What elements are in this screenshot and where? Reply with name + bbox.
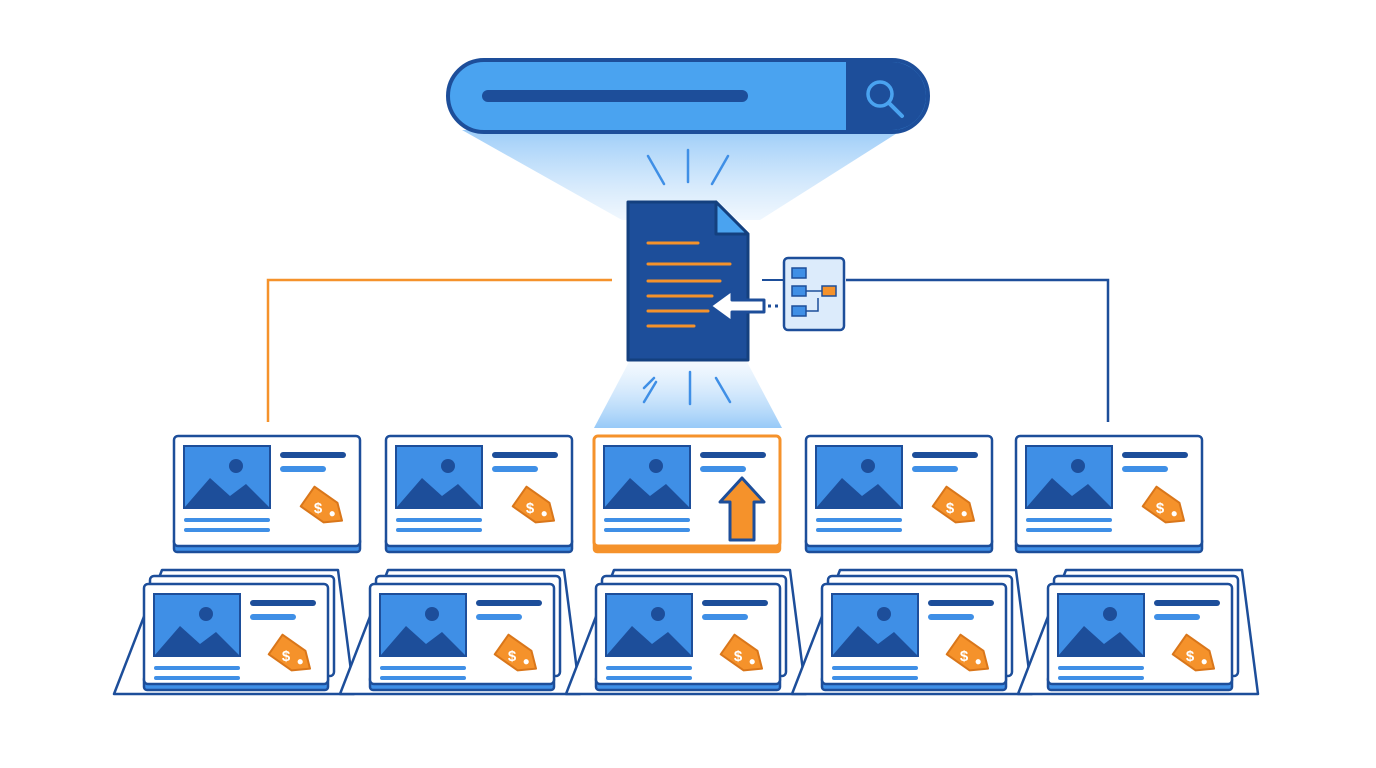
ranking-beam (594, 360, 782, 428)
product-card[interactable]: $ (112, 568, 356, 696)
price-symbol: $ (314, 500, 323, 517)
search-icon[interactable] (866, 80, 904, 118)
product-image-icon (379, 593, 467, 657)
search-bar[interactable] (446, 58, 930, 134)
product-card[interactable]: $ (384, 434, 574, 554)
structured-data-icon (762, 256, 846, 332)
product-row-lower: $ $ $ $ $ (112, 568, 1260, 696)
product-text-lines (1026, 452, 1188, 532)
product-card[interactable]: $ (804, 434, 994, 554)
product-text-lines (1058, 600, 1220, 680)
arrow-left-icon (708, 288, 782, 324)
price-symbol: $ (1156, 500, 1165, 517)
product-image-icon (815, 445, 903, 509)
price-symbol: $ (508, 648, 517, 665)
product-text-lines (380, 600, 542, 680)
product-card[interactable]: $ (790, 568, 1034, 696)
orange-connector-line (266, 278, 612, 422)
document-text-lines (646, 241, 732, 328)
sparkle-rays (642, 148, 732, 406)
price-symbol: $ (282, 648, 291, 665)
price-symbol: $ (526, 500, 535, 517)
price-symbol: $ (946, 500, 955, 517)
product-image-icon (831, 593, 919, 657)
product-image-icon (1057, 593, 1145, 657)
price-tag-icon: $ (945, 633, 990, 672)
product-card[interactable]: $ (564, 568, 808, 696)
navy-connector-line (846, 278, 1110, 422)
price-tag-icon: $ (1141, 485, 1186, 524)
price-tag-icon: $ (1171, 633, 1216, 672)
product-text-lines (396, 452, 558, 532)
product-card[interactable] (592, 434, 782, 554)
document-icon[interactable] (626, 200, 750, 362)
product-image-icon (153, 593, 241, 657)
product-image-icon (603, 445, 691, 509)
product-text-lines (184, 452, 346, 532)
search-query-placeholder (482, 90, 748, 102)
price-tag-icon: $ (299, 485, 344, 524)
product-text-lines (816, 452, 978, 532)
price-tag-icon: $ (493, 633, 538, 672)
arrow-up-icon (718, 476, 766, 542)
product-card[interactable]: $ (1016, 568, 1260, 696)
search-beam (462, 130, 902, 220)
product-card[interactable]: $ (172, 434, 362, 554)
price-tag-icon: $ (267, 633, 312, 672)
price-tag-icon: $ (931, 485, 976, 524)
product-image-icon (395, 445, 483, 509)
product-text-lines (606, 600, 768, 680)
price-tag-icon: $ (511, 485, 556, 524)
product-image-icon (1025, 445, 1113, 509)
price-tag-icon: $ (719, 633, 764, 672)
product-card[interactable]: $ (338, 568, 582, 696)
product-card[interactable]: $ (1014, 434, 1204, 554)
product-text-lines (154, 600, 316, 680)
price-symbol: $ (734, 648, 743, 665)
product-text-lines (832, 600, 994, 680)
price-symbol: $ (960, 648, 969, 665)
product-row-upper: $ $ $ $ (172, 434, 1204, 554)
product-image-icon (605, 593, 693, 657)
price-symbol: $ (1186, 648, 1195, 665)
product-image-icon (183, 445, 271, 509)
product-text-lines (604, 452, 766, 532)
